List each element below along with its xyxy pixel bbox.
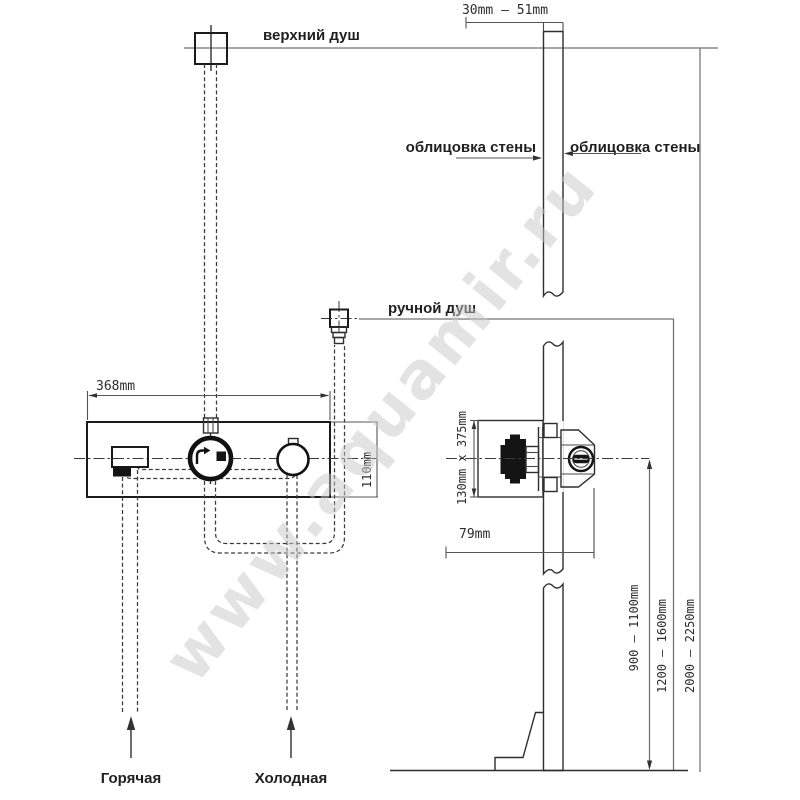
valve-housing xyxy=(525,445,540,474)
wall-cladding-left-arrow xyxy=(456,155,542,161)
diverter-arrow-icon xyxy=(195,449,204,464)
head-square xyxy=(194,32,228,65)
spout xyxy=(111,446,149,477)
temperature-knob xyxy=(276,437,310,477)
front-view: верхний душ 368mm xyxy=(74,25,718,787)
cladding-thickness-dimension: 30mm — 51mm xyxy=(462,3,564,32)
hand-shower-height-dimension: 1200 — 1600mm xyxy=(655,319,675,770)
wall-segment-bottom xyxy=(542,581,564,772)
panel-height-label: 110mm xyxy=(360,452,374,488)
rough-in-depth-label: 79mm xyxy=(459,527,490,542)
hot-supply-arrow xyxy=(126,716,136,758)
panel-width-label: 368mm xyxy=(96,379,135,394)
top-shower-height-label: 2000 — 2250mm xyxy=(683,599,697,693)
panel-width-dimension: 368mm xyxy=(86,379,331,420)
trim-plate xyxy=(560,429,596,488)
wall-cladding-left-label: облицовка стены xyxy=(406,139,536,156)
wall-cladding-right-arrow xyxy=(564,151,641,156)
wall-cladding-right-label: облицовка стены xyxy=(570,139,700,156)
spout-nose xyxy=(113,466,131,477)
mixer-height-dimension: 900 — 1100mm xyxy=(627,459,653,770)
tub-edge-profile xyxy=(494,711,544,771)
rough-in-depth-dimension: 79mm xyxy=(445,488,595,559)
rough-in-box-dimension: 130mm x 375mm xyxy=(455,411,479,505)
hot-supply-label: Горячая xyxy=(101,770,161,787)
top-shower-height-dimension: 2000 — 2250mm xyxy=(683,48,701,772)
mounting-screw-bottom xyxy=(543,476,558,493)
rough-in-box-label: 130mm x 375mm xyxy=(455,411,469,505)
cold-supply-label: Холодная xyxy=(255,770,328,787)
hand-shower-outlet xyxy=(321,301,358,345)
hot-supply-pipe xyxy=(121,470,139,712)
mounting-screw-top xyxy=(543,422,558,439)
hand-shower-height-label: 1200 — 1600mm xyxy=(655,599,669,693)
hose-connector-band-2 xyxy=(332,331,346,339)
mounting-plate xyxy=(537,422,561,493)
top-shower-label: верхний душ xyxy=(263,27,360,44)
cladding-thickness-label: 30mm — 51mm xyxy=(462,3,548,18)
wall-valve-opening xyxy=(542,421,564,492)
mixer-height-label: 900 — 1100mm xyxy=(627,585,641,672)
wall-segment-middle xyxy=(542,339,564,577)
hand-shower-label: ручной душ xyxy=(388,300,476,317)
diverter-knob xyxy=(187,433,234,484)
diverter-mark-square xyxy=(216,451,226,461)
hose-connector-band-3 xyxy=(333,336,345,345)
riser-pipe xyxy=(203,64,218,418)
side-view: 30mm — 51mm облицовка стены облицовка ст… xyxy=(390,3,701,772)
wall-segment-top xyxy=(542,30,564,299)
diverter-fitting xyxy=(202,417,219,434)
hand-shower-hose-loop xyxy=(203,345,346,554)
panel-height-dimension: 110mm xyxy=(331,421,378,498)
cold-supply-arrow xyxy=(286,716,296,758)
top-shower-head xyxy=(194,25,228,71)
